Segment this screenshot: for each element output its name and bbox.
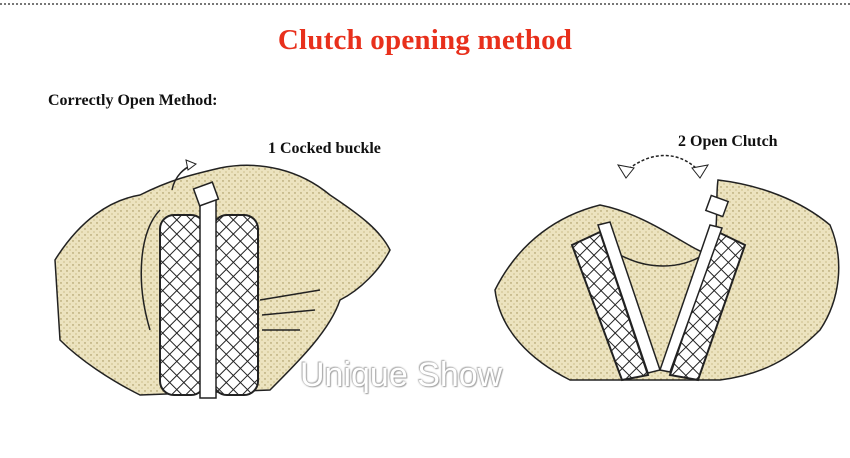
swing-arrow-icon	[624, 154, 701, 173]
dotted-divider	[0, 3, 850, 5]
step-1-label: 1 Cocked buckle	[268, 140, 381, 157]
page-title: Clutch opening method	[277, 24, 573, 56]
clutch-closed	[159, 159, 259, 399]
watermark: Unique Show	[300, 356, 503, 394]
subtitle: Correctly Open Method:	[48, 92, 218, 109]
step-2-label: 2 Open Clutch	[678, 133, 778, 150]
clutch-open	[570, 154, 747, 382]
